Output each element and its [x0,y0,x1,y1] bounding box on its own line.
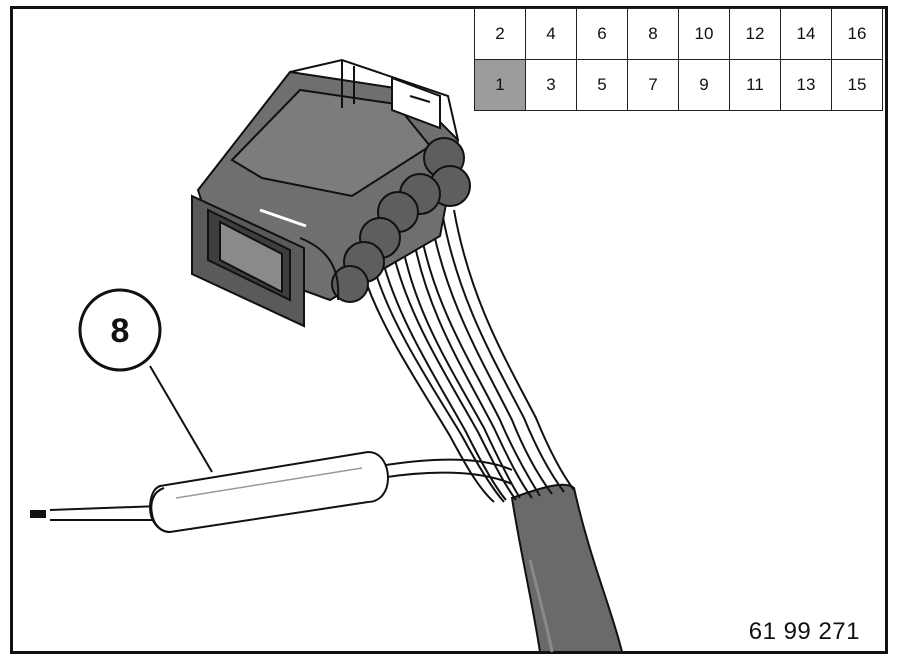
pin-cell: 15 [831,59,883,111]
single-wire [49,458,513,521]
pin-cell: 6 [576,8,628,60]
connector-housing [191,58,471,328]
pin-cell: 5 [576,59,628,111]
pin-cell: 11 [729,59,781,111]
heat-shrink-tube [148,450,390,534]
pin-row-even: 2 4 6 8 10 12 14 16 [474,8,883,60]
pin-cell: 13 [780,59,832,111]
callout-circle [78,288,162,372]
pin-cell: 4 [525,8,577,60]
harness-sleeve [510,483,624,653]
pin-cell: 10 [678,8,730,60]
pin-row-odd: 1 3 5 7 9 11 13 15 [474,59,883,111]
pin-cell: 9 [678,59,730,111]
pin-cell: 7 [627,59,679,111]
callout-label: 8 [111,312,130,350]
pin-cell: 8 [627,8,679,60]
pin-cell: 16 [831,8,883,60]
pin-cell: 3 [525,59,577,111]
pin-cell: 14 [780,8,832,60]
reference-code: 61 99 271 [748,618,860,645]
pin-layout-table: 2 4 6 8 10 12 14 16 1 3 5 7 9 11 13 15 [474,8,883,111]
pin-cell: 12 [729,8,781,60]
pin-cell-highlighted: 1 [474,59,526,111]
wire-end-marker [30,510,46,518]
callout-leader [149,365,213,473]
wire-bundle [363,209,575,503]
pin-cell: 2 [474,8,526,60]
